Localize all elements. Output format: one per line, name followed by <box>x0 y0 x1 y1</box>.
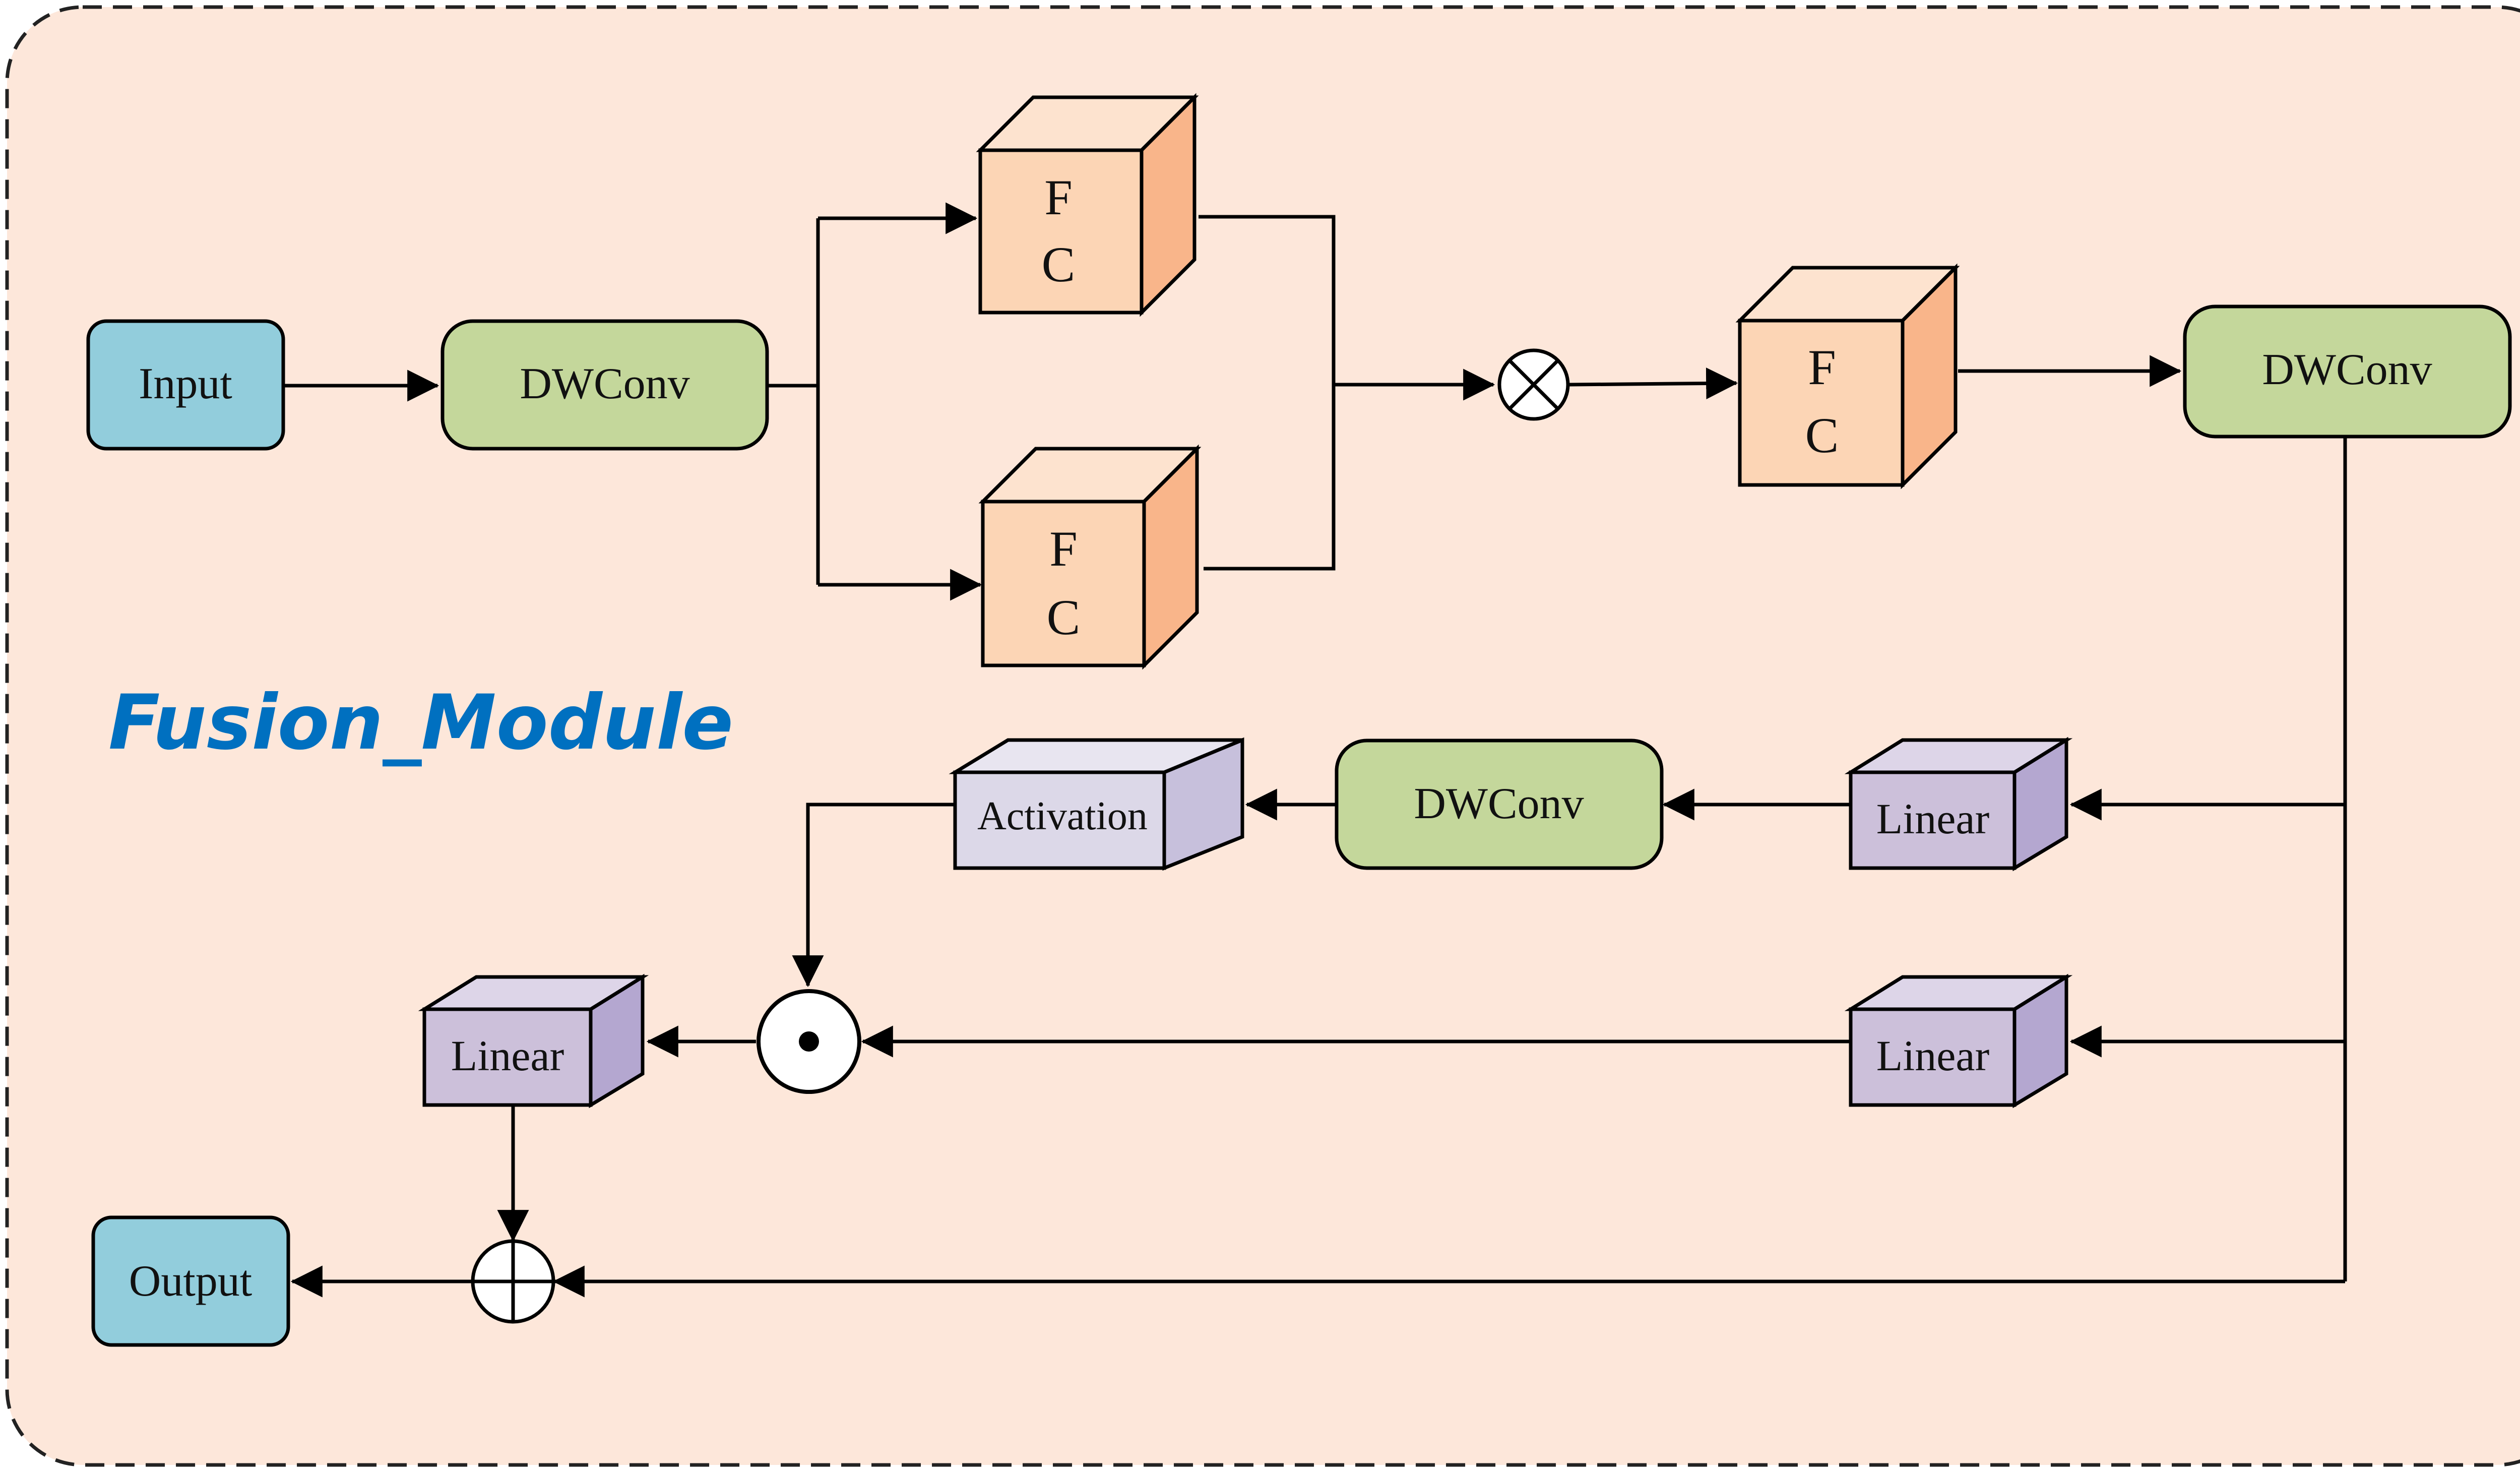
node-linear-left: Linear <box>418 973 649 1109</box>
fc-right-letter-2: C <box>1805 407 1839 463</box>
node-linear-lower: Linear <box>1844 973 2073 1109</box>
fc-top-letter-1: F <box>1044 169 1073 225</box>
linear-left-front-face <box>422 1007 593 1107</box>
node-dwconv-3: DWConv <box>1335 739 1664 870</box>
dwconv-2-label: DWConv <box>2262 345 2432 394</box>
input-label: Input <box>139 359 232 408</box>
edge-multiply-fc-right <box>1568 367 1738 400</box>
output-label: Output <box>129 1257 252 1306</box>
node-linear-upper: Linear <box>1844 737 2073 872</box>
fc-top-front-face <box>978 148 1144 315</box>
linear-left-label: Linear <box>451 1031 564 1080</box>
activation-label: Activation <box>977 794 1148 838</box>
fc-bottom-front-face <box>981 500 1146 667</box>
fc-right-letter-1: F <box>1808 339 1836 395</box>
node-output: Output <box>91 1215 290 1347</box>
edge-activation-product <box>792 803 955 988</box>
linear-upper-front-face <box>1849 770 2017 870</box>
multiply-cross-2 <box>1508 359 1559 410</box>
fc-bottom-letter-1: F <box>1049 521 1078 577</box>
node-fc-bottom: F C <box>978 444 1202 670</box>
module-title: Fusion_Module <box>108 679 733 767</box>
connections <box>283 202 2347 1298</box>
linear-lower-label: Linear <box>1876 1031 1989 1080</box>
node-fc-top: F C <box>976 93 1199 317</box>
fc-right-front-face <box>1738 319 1905 487</box>
dwconv-1-label: DWConv <box>520 359 689 408</box>
linear-upper-label: Linear <box>1876 794 1989 843</box>
operator-multiply <box>1497 348 1570 421</box>
node-fc-right: F C <box>1735 263 1960 489</box>
dwconv-3-label: DWConv <box>1414 779 1584 828</box>
node-activation: Activation <box>949 737 1244 871</box>
fc-bottom-letter-2: C <box>1047 589 1081 645</box>
fc-top-letter-2: C <box>1042 236 1076 292</box>
operator-add <box>471 1239 555 1324</box>
operator-elementwise-product <box>757 989 861 1094</box>
activation-front-face <box>953 770 1166 870</box>
node-dwconv-1: DWConv <box>440 319 769 451</box>
node-dwconv-2: DWConv <box>2183 304 2512 439</box>
linear-lower-front-face <box>1849 1007 2017 1107</box>
edge-fc-top-merge <box>1199 215 1336 571</box>
product-dot <box>799 1031 819 1052</box>
node-input: Input <box>86 319 285 451</box>
